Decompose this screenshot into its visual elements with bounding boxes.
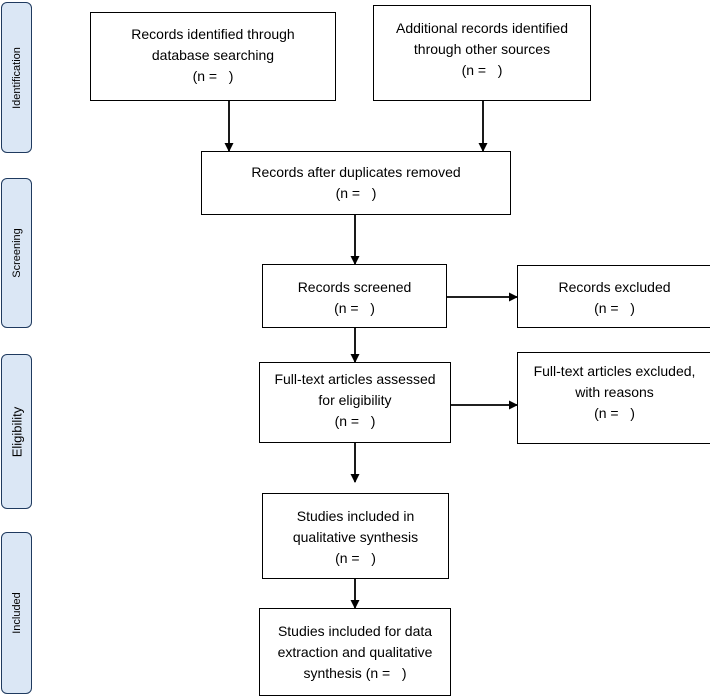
box-duplicates-removed: Records after duplicates removed (n = ) (201, 151, 511, 215)
box-fulltext-assessed-line2: for eligibility (318, 392, 392, 408)
box-data-extraction-line2: extraction and qualitative (277, 644, 433, 660)
box-other-sources: Additional records identified through ot… (373, 5, 591, 101)
box-fulltext-assessed-count: (n = ) (334, 413, 376, 429)
box-database-search-line2: database searching (151, 47, 275, 63)
stage-included: Included (1, 532, 32, 694)
box-records-excluded: Records excluded (n = ) (517, 265, 710, 328)
box-fulltext-excluded-line2: with reasons (575, 384, 654, 400)
box-fulltext-excluded-line1: Full-text articles excluded, (533, 363, 696, 379)
box-records-screened-line1: Records screened (297, 279, 412, 295)
box-qualitative-synthesis-line1: Studies included in (296, 508, 415, 524)
box-duplicates-removed-count: (n = ) (335, 185, 377, 201)
box-other-sources-line2: through other sources (413, 41, 551, 57)
box-database-search-line1: Records identified through (131, 26, 295, 42)
box-fulltext-excluded: Full-text articles excluded, with reason… (517, 352, 710, 444)
box-records-excluded-count: (n = ) (594, 300, 635, 316)
stage-screening: Screening (1, 178, 32, 328)
box-qualitative-synthesis: Studies included in qualitative synthesi… (262, 493, 449, 579)
box-fulltext-assessed: Full-text articles assessed for eligibil… (259, 362, 451, 443)
box-other-sources-line1: Additional records identified (396, 20, 568, 36)
stage-identification-label: Identification (10, 46, 23, 109)
box-fulltext-excluded-count: (n = ) (594, 405, 635, 421)
stage-eligibility-label: Eligibility (9, 406, 24, 457)
box-qualitative-synthesis-count: (n = ) (335, 550, 376, 566)
box-fulltext-assessed-line1: Full-text articles assessed (274, 371, 436, 387)
box-database-search: Records identified through database sear… (90, 12, 336, 101)
box-duplicates-removed-line1: Records after duplicates removed (251, 164, 461, 180)
box-data-extraction-line1: Studies included for data (277, 623, 433, 639)
stage-identification: Identification (1, 2, 32, 153)
box-records-screened-count: (n = ) (334, 300, 375, 316)
stage-included-label: Included (10, 592, 23, 634)
box-data-extraction-line3: synthesis (n = ) (303, 665, 407, 681)
box-database-search-count: (n = ) (192, 68, 234, 84)
box-records-excluded-line1: Records excluded (558, 279, 671, 295)
box-other-sources-count: (n = ) (461, 62, 503, 78)
box-records-screened: Records screened (n = ) (262, 264, 447, 328)
box-qualitative-synthesis-line2: qualitative synthesis (292, 529, 419, 545)
box-data-extraction: Studies included for data extraction and… (259, 608, 451, 696)
stage-screening-label: Screening (10, 228, 23, 278)
stage-eligibility: Eligibility (1, 354, 32, 509)
